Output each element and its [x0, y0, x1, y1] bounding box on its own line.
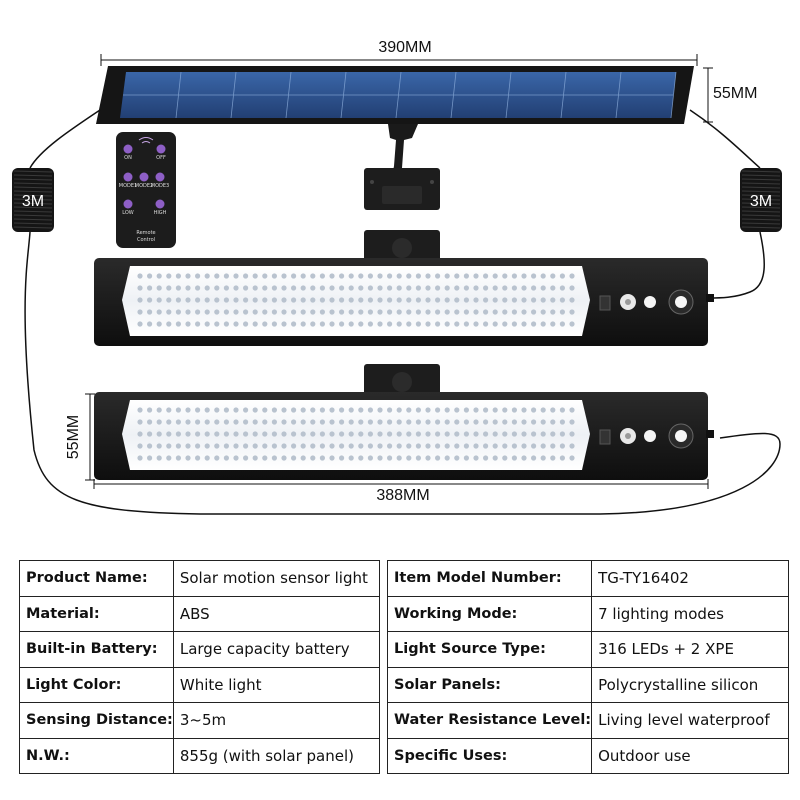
spec-row: Solar Panels:Polycrystalline silicon	[386, 666, 790, 703]
remote-low-label: LOW	[122, 210, 134, 216]
solar-panel	[96, 66, 694, 124]
spec-row: N.W.:855g (with solar panel)	[19, 737, 380, 774]
spec-value: 3~5m	[172, 702, 380, 739]
spec-value: 316 LEDs + 2 XPE	[591, 631, 790, 668]
spec-row: Material:ABS	[19, 595, 380, 632]
product-illustration: 390MM 55MM ON OFF MODE1 MODE2 MODE3	[12, 39, 782, 515]
spec-row: Light Color:White light	[19, 666, 380, 703]
panel-bracket	[364, 124, 440, 210]
spec-key: Product Name:	[19, 560, 174, 597]
lamp-height-dimension: 55MM	[65, 393, 95, 481]
spec-key: Light Color:	[19, 666, 174, 703]
spec-value: Living level waterproof	[591, 702, 790, 739]
spec-value: 7 lighting modes	[591, 595, 790, 632]
remote-mode2-button	[139, 172, 149, 182]
remote-low-button	[123, 199, 133, 209]
spec-key: Light Source Type:	[386, 631, 593, 668]
spec-key: Sensing Distance:	[19, 702, 174, 739]
lamp-width-dimension: 388MM	[93, 479, 709, 504]
spec-row: Item Model Number:TG-TY16402	[386, 560, 790, 597]
lamp1-bracket	[364, 230, 440, 262]
spec-key: Working Mode:	[386, 595, 593, 632]
panel-width-label: 390MM	[378, 39, 431, 56]
spec-value: TG-TY16402	[591, 560, 790, 597]
spec-key: N.W.:	[19, 737, 174, 774]
spec-value: 855g (with solar panel)	[172, 737, 380, 774]
spec-value: Outdoor use	[591, 737, 790, 774]
lamp-2	[94, 392, 714, 480]
spec-row: Built-in Battery:Large capacity battery	[19, 631, 380, 668]
remote-mode3-button	[155, 172, 165, 182]
spec-row: Product Name:Solar motion sensor light	[19, 560, 380, 597]
remote-mode1-button	[123, 172, 133, 182]
spec-key: Specific Uses:	[386, 737, 593, 774]
spec-key: Built-in Battery:	[19, 631, 174, 668]
coiled-cable-right: 3M	[740, 168, 782, 232]
panel-width-dimension: 390MM	[100, 39, 698, 66]
remote-label-line2: Control	[137, 237, 155, 243]
spec-key: Water Resistance Level:	[386, 702, 593, 739]
spec-row: Working Mode:7 lighting modes	[386, 595, 790, 632]
lamp-width-label: 388MM	[376, 487, 429, 504]
remote-control: ON OFF MODE1 MODE2 MODE3 LOW HIGH Remote…	[116, 132, 176, 248]
remote-mode3-label: MODE3	[151, 183, 169, 189]
spec-value: Solar motion sensor light	[172, 560, 380, 597]
lamp-1	[94, 258, 714, 346]
remote-off-button	[156, 144, 166, 154]
spec-row: Light Source Type:316 LEDs + 2 XPE	[386, 631, 790, 668]
spec-value: White light	[172, 666, 380, 703]
remote-high-button	[155, 199, 165, 209]
coiled-cable-left: 3M	[12, 168, 54, 232]
spec-value: Large capacity battery	[172, 631, 380, 668]
cable-right-length: 3M	[750, 193, 772, 210]
cables	[24, 109, 781, 515]
spec-value: ABS	[172, 595, 380, 632]
lamp-height-label: 55MM	[65, 415, 82, 459]
remote-off-label: OFF	[156, 155, 166, 161]
spec-row: Sensing Distance:3~5m	[19, 702, 380, 739]
spec-value: Polycrystalline silicon	[591, 666, 790, 703]
spec-key: Material:	[19, 595, 174, 632]
spec-key: Item Model Number:	[386, 560, 593, 597]
spec-row: Water Resistance Level:Living level wate…	[386, 702, 790, 739]
remote-label-line1: Remote	[136, 230, 155, 236]
remote-mode2-label: MODE2	[135, 183, 153, 189]
cable-left-length: 3M	[22, 193, 44, 210]
remote-on-label: ON	[124, 155, 132, 161]
panel-height-dimension: 55MM	[703, 67, 757, 123]
panel-height-label: 55MM	[713, 85, 757, 102]
remote-high-label: HIGH	[154, 210, 167, 216]
remote-mode1-label: MODE1	[119, 183, 137, 189]
spec-key: Solar Panels:	[386, 666, 593, 703]
lamp2-bracket	[364, 364, 440, 396]
spec-row: Specific Uses:Outdoor use	[386, 737, 790, 774]
remote-on-button	[123, 144, 133, 154]
